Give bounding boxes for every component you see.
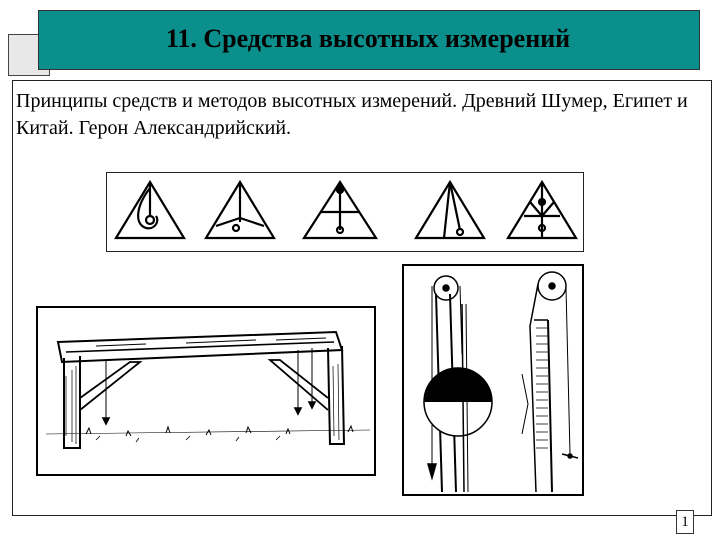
triangle-level-4-icon [414, 179, 486, 240]
triangle-level-1-icon [114, 179, 186, 240]
slide-body-text: Принципы средств и методов высотных изме… [16, 90, 688, 139]
page-number: 1 [676, 510, 694, 534]
heron-dioptra-figure [402, 264, 584, 496]
triangle-levels-figure [106, 172, 584, 252]
slide-title: 11. Средства высотных измерений [165, 24, 571, 53]
heron-dioptra-icon [423, 271, 579, 493]
title-bar [38, 10, 700, 70]
water-level-bench-figure [36, 306, 376, 476]
water-level-bench-icon [45, 330, 371, 449]
triangle-level-2-icon [204, 179, 276, 240]
triangle-level-5-icon [506, 179, 578, 240]
triangle-level-3-icon [301, 179, 379, 240]
